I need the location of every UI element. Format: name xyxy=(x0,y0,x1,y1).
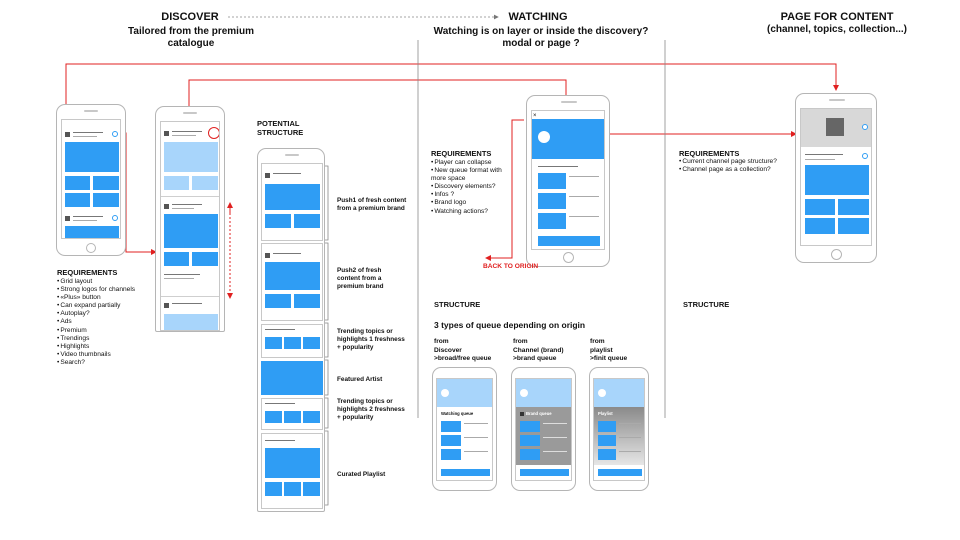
watching-phone: × xyxy=(526,95,610,267)
structure-label-featured-artist: Featured Artist xyxy=(337,376,383,383)
discover-subtitle: Tailored from the premium catalogue xyxy=(128,26,254,49)
structure-label-push2: Push2 of fresh content from a premium br… xyxy=(337,267,384,290)
watching-requirements-list: Player can collapse New queue format wit… xyxy=(431,159,503,216)
list-item: Can expand partially xyxy=(57,302,135,310)
queue-phone-playlist: Playlist xyxy=(589,367,649,491)
potential-structure-title: POTENTIAL STRUCTURE xyxy=(257,119,304,137)
structure-label-trending-1: Trending topics or highlights 1 freshnes… xyxy=(337,328,405,351)
queue-label: Brand queue xyxy=(526,411,552,416)
queue-label: Watching queue xyxy=(441,411,474,416)
structure-label-trending-2: Trending topics or highlights 2 freshnes… xyxy=(337,398,405,421)
list-item: Video thumbnails xyxy=(57,351,135,359)
plus-icon-highlight xyxy=(208,127,219,139)
list-item: Grid layout xyxy=(57,278,135,286)
list-item: Trendings xyxy=(57,335,135,343)
discover-title: DISCOVER xyxy=(161,11,219,23)
queue-label: Playlist xyxy=(598,411,613,416)
list-item: Current channel page structure? xyxy=(679,158,777,166)
list-item: Discovery elements? xyxy=(431,183,503,191)
queue-phone-channel: Brand queue xyxy=(511,367,576,491)
list-item: New queue format with more space xyxy=(431,167,503,183)
back-to-origin-arrow xyxy=(485,119,524,261)
channel-logo xyxy=(826,118,844,136)
back-to-origin-label: BACK TO ORIGIN xyxy=(483,263,539,270)
watching-subtitle: Watching is on layer or inside the disco… xyxy=(433,26,649,49)
list-item: Brand logo xyxy=(431,199,503,207)
content-phone xyxy=(795,93,877,263)
watching-structure-subtitle: 3 types of queue depending on origin xyxy=(434,320,586,330)
watching-title: WATCHING xyxy=(508,11,568,23)
list-item: «Plus» button xyxy=(57,294,135,302)
structure-phone xyxy=(257,148,325,512)
content-requirements-title: REQUIREMENTS xyxy=(679,149,740,158)
origin-discover: from Discover >broad/free queue xyxy=(434,338,492,362)
watching-requirements-title: REQUIREMENTS xyxy=(431,149,492,158)
list-item: Ads xyxy=(57,318,135,326)
plus-icon xyxy=(862,124,868,130)
list-item: Player can collapse xyxy=(431,159,503,167)
list-item: Watching actions? xyxy=(431,208,503,216)
origin-channel: from Channel (brand) >brand queue xyxy=(513,338,564,362)
structure-label-push1: Push1 of fresh content from a premium br… xyxy=(337,197,407,212)
discover-requirements-title: REQUIREMENTS xyxy=(57,268,118,277)
play-icon xyxy=(538,131,550,143)
list-item: Strong logos for channels xyxy=(57,286,135,294)
structure-label-curated-playlist: Curated Playlist xyxy=(337,471,386,478)
content-requirements-list: Current channel page structure? Channel … xyxy=(679,158,777,174)
content-title: PAGE FOR CONTENT xyxy=(780,11,894,23)
watching-structure-title: STRUCTURE xyxy=(434,300,481,309)
content-subtitle: (channel, topics, collection...) xyxy=(766,24,908,35)
discover-requirements-list: Grid layout Strong logos for channels «P… xyxy=(57,278,135,367)
list-item: Channel page as a collection? xyxy=(679,166,777,174)
queue-phone-discover: Watching queue xyxy=(432,367,497,491)
discover-phone-1 xyxy=(56,104,126,256)
list-item: Infos ? xyxy=(431,191,503,199)
plus-icon xyxy=(112,131,118,137)
list-item: Search? xyxy=(57,359,135,367)
structure-brackets xyxy=(325,165,329,506)
content-structure-title: STRUCTURE xyxy=(683,300,730,309)
list-item: Autoplay? xyxy=(57,310,135,318)
close-icon: × xyxy=(533,113,537,119)
list-item: Highlights xyxy=(57,343,135,351)
phone-to-watching-arrow xyxy=(188,79,569,128)
origin-playlist: from playlist >finit queue xyxy=(590,338,628,362)
phone-to-content-arrow xyxy=(65,63,839,110)
discover-phone-2 xyxy=(155,106,225,332)
list-item: Premium xyxy=(57,327,135,335)
